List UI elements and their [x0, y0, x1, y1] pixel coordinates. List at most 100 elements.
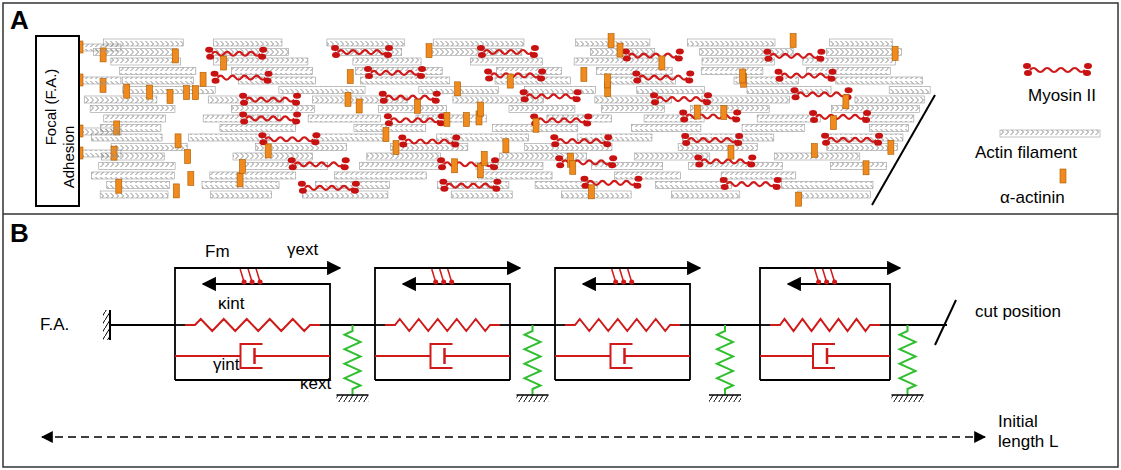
connector-rod: [110, 324, 175, 326]
myosin-head: [240, 100, 248, 106]
myosin-head: [485, 75, 493, 81]
ground-hatch: [337, 395, 369, 402]
myosin-tail: [798, 92, 846, 96]
force-arrow: [403, 284, 510, 380]
alpha-actinin: [659, 56, 665, 70]
actin-filament: [210, 172, 296, 179]
myosin-symbol: [832, 280, 837, 285]
actin-filament: [855, 96, 924, 103]
myosin-symbol: [449, 280, 454, 285]
actin-filament: [433, 39, 524, 46]
myosin-head: [721, 184, 729, 190]
myosin-head: [484, 68, 492, 74]
myosin-head: [732, 117, 740, 123]
myosin-head: [440, 186, 448, 192]
myosin-head: [694, 154, 702, 160]
alpha-actinin: [455, 82, 461, 96]
focal-adhesion-box: Focal (F.A.)Adhesion: [35, 35, 80, 207]
dashpot-symbol: [555, 355, 611, 357]
alpha-actinin: [124, 84, 130, 98]
myosin-tail: [1030, 68, 1085, 72]
myosin-tail: [484, 50, 532, 54]
myosin-head: [385, 45, 393, 51]
myosin-head: [608, 162, 616, 168]
alpha-actinin: [184, 86, 190, 100]
myosin-tail: [295, 162, 343, 166]
myosin-tail: [639, 76, 687, 80]
myosin-head: [875, 133, 883, 139]
myosin-head: [292, 100, 300, 106]
actin-filament: [656, 182, 732, 189]
myosin-head: [312, 132, 320, 138]
alpha-actinin: [172, 49, 178, 63]
alpha-actinin: [221, 56, 227, 70]
actin-filament: [100, 191, 168, 198]
actin-filament: [90, 106, 175, 113]
alpha-actinin: [265, 144, 271, 158]
actin-filament: [188, 134, 269, 141]
myosin-head: [776, 76, 784, 82]
myosin-tail: [338, 50, 386, 54]
actin-filament: [478, 172, 552, 179]
myosin-head: [862, 117, 870, 123]
myosin-head: [298, 181, 306, 187]
actin-filament: [302, 191, 387, 198]
alpha-actinin: [588, 185, 594, 199]
myosin-head: [264, 78, 272, 84]
dashpot-symbol: [827, 355, 890, 357]
myosin-head: [293, 111, 301, 117]
myosin-tail: [246, 116, 294, 120]
actin-filament: [827, 144, 898, 151]
dashpot-symbol: [375, 355, 431, 357]
myosin-head: [439, 179, 447, 185]
myosin-tail: [491, 73, 539, 77]
myosin-head: [293, 93, 301, 99]
actin-filament: [830, 39, 893, 46]
actin-filament: [367, 153, 441, 160]
myosin-head: [792, 94, 800, 100]
spring-symbol: [900, 325, 916, 395]
force-arrow: [583, 284, 690, 380]
alpha-actinin: [503, 139, 509, 153]
myosin-head: [292, 118, 300, 124]
actin-filament: [688, 39, 775, 46]
myosin-head: [437, 157, 445, 163]
legend-text: Actin filament: [975, 143, 1077, 163]
actin-filament: [327, 39, 405, 46]
symbol-label: F.A.: [40, 315, 69, 335]
symbol-label: cut position: [975, 302, 1065, 322]
myosin-symbol: [621, 280, 626, 285]
actin-filament: [379, 106, 447, 113]
myosin-head: [874, 140, 882, 146]
ground-line: [337, 394, 369, 396]
alpha-actinin: [188, 172, 194, 186]
myosin-head: [791, 87, 799, 93]
myosin-head: [398, 135, 406, 141]
myosin-tail: [816, 115, 864, 119]
ground-line: [709, 394, 741, 396]
actin-filament: [213, 39, 282, 46]
myosin-tail: [557, 139, 605, 143]
myosin-head: [580, 176, 588, 182]
myosin-head: [675, 56, 683, 62]
myosin-symbol: [441, 280, 446, 285]
myosin-symbol: [433, 280, 438, 285]
alpha-actinin: [192, 86, 198, 100]
actin-filament: [863, 115, 913, 122]
myosin-head: [682, 140, 690, 146]
myosin-head: [556, 162, 564, 168]
alpha-actinin: [604, 74, 610, 88]
alpha-actinin: [728, 145, 734, 159]
myosin-head: [288, 157, 296, 163]
myosin-head: [520, 89, 528, 95]
actin-filament: [798, 191, 871, 198]
spring-symbol: [770, 319, 880, 331]
myosin-tail: [688, 138, 736, 142]
myosin-head: [364, 66, 372, 72]
myosin-head: [211, 71, 219, 77]
ground-line: [892, 394, 924, 396]
alpha-actinin: [239, 160, 245, 174]
myosin-head: [206, 54, 214, 60]
ground-line: [517, 394, 549, 396]
alpha-actinin: [393, 141, 399, 155]
